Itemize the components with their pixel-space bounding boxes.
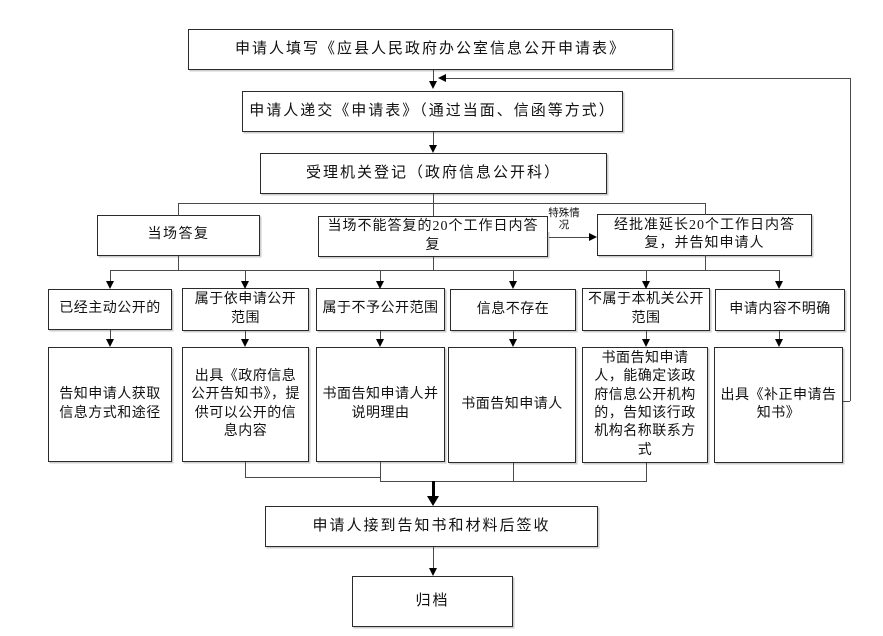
connector-onsite-down [177,256,179,270]
node-case-published: 已经主动公开的 [48,289,172,330]
connector-submit-to-register [432,132,434,146]
connector-collector-upper [244,477,381,479]
connector-special-case [548,236,590,238]
node-action-written: 书面告知申请人 [448,347,576,463]
connector-collector-to-sign [431,481,435,497]
arrowhead-action-3 [375,339,384,347]
connector-collector-lower [379,481,647,483]
node-action-written-reason: 书面告知申请人并说明理由 [316,347,445,462]
arrowhead-action-2 [240,339,249,347]
arrowhead-case-6 [774,281,783,289]
arrowhead-case-1 [105,281,114,289]
node-case-not-exist: 信息不存在 [450,289,576,331]
node-reply-extended: 经批准延长20个工作日内答复，并告知申请人 [597,214,812,256]
arrowhead-action-6 [774,339,783,347]
connector-action3-collector [379,462,381,481]
node-case-not-this-org: 不属于本机关公开范围 [582,288,710,331]
connector-bracket-to-onsite [177,203,179,216]
node-archive: 归档 [352,576,513,627]
node-reply-20days: 当场不能答复的20个工作日内答复 [318,216,548,257]
connector-to-case-2 [244,270,246,281]
connector-feedback-stub [843,400,850,402]
edge-label-special-case: 特殊情况 [548,208,580,233]
node-reply-onsite: 当场答复 [97,215,260,256]
connector-to-case-4 [512,270,514,281]
node-case-no-disclosure: 属于不予公开范围 [316,288,445,331]
connector-to-case-5 [645,270,647,281]
arrowhead-into-register [428,145,437,153]
connector-action2-collector [244,462,246,477]
connector-case6-action6 [778,331,780,339]
node-fill-form: 申请人填写《应县人民政府办公室信息公开申请表》 [188,29,673,70]
arrowhead-action-1 [105,339,114,347]
connector-action4-collector [512,463,514,481]
arrowhead-into-archive [428,568,437,576]
connector-case4-action4 [512,331,514,339]
node-action-issue-correction: 出具《补正申请告知书》 [714,347,843,463]
connector-feedback-right [849,78,851,401]
connector-bracket-to-extended [704,203,706,215]
arrowhead-into-submit [428,81,437,89]
connector-case2-action2 [244,331,246,339]
arrowhead-feedback-left [438,74,446,82]
connector-action5-collector [645,463,647,481]
connector-register-down [432,194,434,216]
arrowhead-into-sign [427,496,439,506]
arrowhead-special-case [589,233,597,241]
node-action-written-org: 书面告知申请人，能确定该政府信息公开机构的，告知该行政机构名称联系方式 [582,347,708,463]
connector-to-case-1 [109,270,111,281]
node-register: 受理机关登记（政府信息公开科） [260,153,607,194]
connector-to-case-6 [778,270,780,281]
arrowhead-case-5 [641,281,650,289]
arrowhead-action-4 [508,339,517,347]
node-case-apply-scope: 属于依申请公开范围 [182,288,309,331]
connector-case5-action5 [645,331,647,339]
connector-fill-to-submit [432,70,434,82]
connector-20days-down [432,257,434,270]
node-sign-receipt: 申请人接到告知书和材料后签收 [265,506,598,547]
connector-feedback-top [446,77,850,79]
connector-case1-action1 [109,330,111,339]
arrowhead-case-3 [375,281,384,289]
arrowhead-case-4 [508,281,517,289]
connector-extended-down [704,255,706,270]
connector-distribution-line [110,269,779,271]
connector-case3-action3 [379,331,381,339]
node-case-unclear: 申请内容不明确 [715,289,845,331]
connector-to-case-3 [379,270,381,281]
node-action-inform-way: 告知申请人获取信息方式和途径 [48,347,172,462]
connector-sign-to-archive [432,547,434,568]
arrowhead-case-2 [240,281,249,289]
arrowhead-action-5 [641,339,650,347]
connector-reply-bracket [178,202,705,204]
node-action-issue-notice: 出具《政府信息公开告知书》，提供可以公开的信息内容 [182,347,309,462]
node-submit-form: 申请人递交《申请表》（通过当面、信函等方式） [242,91,623,132]
